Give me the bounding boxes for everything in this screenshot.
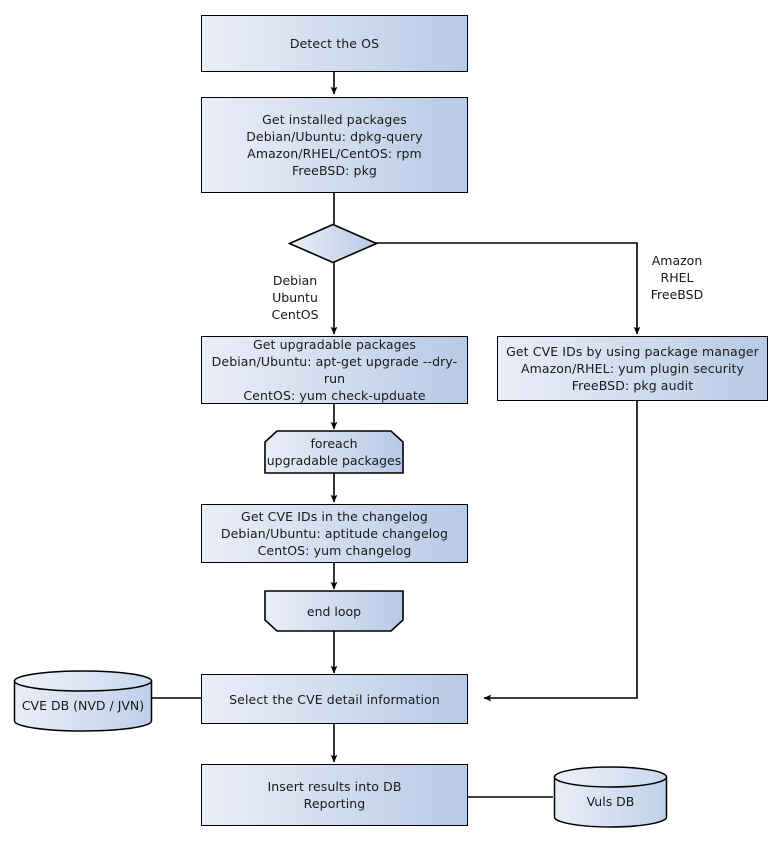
node-detect-the-os[interactable]: Detect the OS (201, 15, 468, 72)
database-cylinder-icon (13, 670, 153, 732)
node-detect-the-os-label: Detect the OS (289, 36, 380, 51)
node-select-cve-detail-label: Select the CVE detail information (229, 691, 440, 707)
edge-pkgmgr-to-select (483, 401, 638, 702)
node-vuls-db[interactable]: Vuls DB (553, 766, 668, 828)
node-foreach-loop-start[interactable]: foreach upgradable packages (264, 430, 404, 474)
node-get-upgradable-packages[interactable]: Get upgradable packages Debian/Ubuntu: a… (201, 336, 468, 404)
database-cylinder-icon (553, 766, 668, 828)
node-os-decision[interactable] (287, 222, 379, 265)
node-foreach-loop-start-label: foreach upgradable packages (266, 436, 402, 468)
node-cve-db[interactable]: CVE DB (NVD / JVN) (13, 670, 153, 732)
node-select-cve-detail[interactable]: Select the CVE detail information (201, 674, 468, 724)
node-get-installed-packages-label: Get installed packages Debian/Ubuntu: dp… (246, 112, 423, 178)
node-get-installed-packages[interactable]: Get installed packages Debian/Ubuntu: dp… (201, 97, 468, 193)
loop-end-shape (264, 590, 404, 632)
os-decision-shape (287, 223, 379, 264)
node-get-cve-ids-changelog[interactable]: Get CVE IDs in the changelog Debian/Ubun… (201, 504, 468, 563)
node-vuls-db-label: Vuls DB (586, 793, 635, 809)
node-get-upgradable-packages-label: Get upgradable packages Debian/Ubuntu: a… (211, 337, 458, 403)
edge-label-left-branch: Debian Ubuntu CentOS (271, 273, 319, 322)
node-end-loop-label: end loop (306, 603, 362, 619)
node-get-cve-ids-package-manager[interactable]: Get CVE IDs by using package manager Ama… (497, 336, 768, 401)
node-end-loop[interactable]: end loop (264, 590, 404, 632)
loop-start-shape (264, 430, 404, 474)
node-insert-results-label: Insert results into DB Reporting (267, 779, 402, 811)
edge-label-right-branch: Amazon RHEL FreeBSD (650, 253, 704, 302)
node-cve-db-label: CVE DB (NVD / JVN) (21, 697, 145, 713)
node-get-cve-ids-package-manager-label: Get CVE IDs by using package manager Ama… (506, 344, 759, 393)
node-get-cve-ids-changelog-label: Get CVE IDs in the changelog Debian/Ubun… (220, 509, 449, 558)
node-insert-results[interactable]: Insert results into DB Reporting (201, 764, 468, 826)
edge-decision-right-branch (376, 242, 641, 335)
